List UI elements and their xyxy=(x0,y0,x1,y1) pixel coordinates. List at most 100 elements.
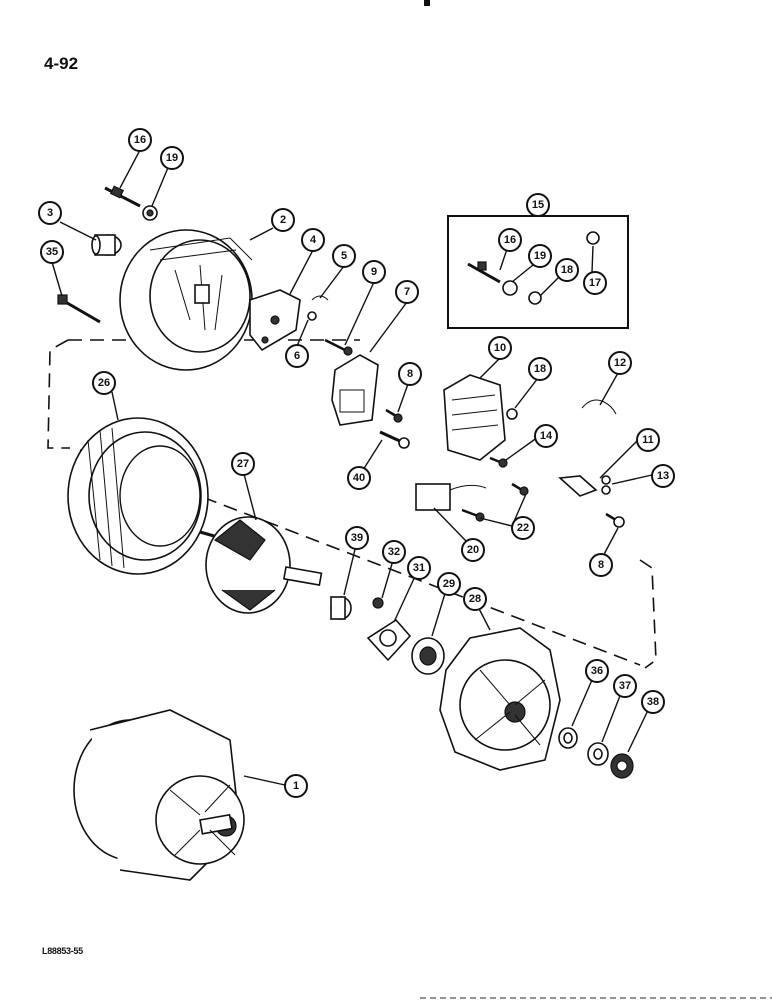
page-number: 4-92 xyxy=(44,54,79,73)
bracket-part xyxy=(249,289,301,352)
callout-36: 36 xyxy=(585,659,609,683)
brush-holder-part xyxy=(331,354,379,426)
nut-part xyxy=(506,408,518,420)
washer-part xyxy=(587,742,609,766)
bolt-part xyxy=(104,185,141,208)
callout-label: 39 xyxy=(351,532,363,544)
callout-9: 9 xyxy=(362,260,386,284)
callout-31: 31 xyxy=(407,556,431,580)
terminal-part xyxy=(558,475,598,497)
washer-part xyxy=(307,311,317,321)
alternator-assembly-part xyxy=(73,709,245,881)
callout-label: 19 xyxy=(534,250,546,262)
callout-label: 1 xyxy=(293,780,299,792)
callout-17-kit: 17 xyxy=(583,271,607,295)
callout-40: 40 xyxy=(347,466,371,490)
callout-label: 15 xyxy=(532,199,544,211)
callout-28: 28 xyxy=(463,587,487,611)
nut-part xyxy=(601,475,611,485)
callout-26: 26 xyxy=(92,371,116,395)
end-frame-part xyxy=(119,229,253,371)
callout-label: 4 xyxy=(310,234,317,246)
callout-label: 16 xyxy=(134,134,146,146)
callout-2: 2 xyxy=(271,208,295,232)
bushing-part xyxy=(91,234,122,256)
callout-label: 18 xyxy=(534,363,546,375)
callout-label: 29 xyxy=(443,578,455,590)
callout-label: 7 xyxy=(404,286,410,298)
callout-label: 22 xyxy=(517,522,529,534)
callout-label: 36 xyxy=(591,665,603,677)
callout-10: 10 xyxy=(488,336,512,360)
callout-5: 5 xyxy=(332,244,356,268)
callout-6: 6 xyxy=(285,344,309,368)
callout-16-kit: 16 xyxy=(498,228,522,252)
callout-18: 18 xyxy=(528,357,552,381)
callout-label: 37 xyxy=(619,680,631,692)
callout-label: 31 xyxy=(413,562,425,574)
screw-part xyxy=(605,512,625,528)
rectifier-part xyxy=(443,374,506,461)
screw-part xyxy=(372,597,384,609)
callout-label: 2 xyxy=(280,214,286,226)
callout-label: 8 xyxy=(407,368,413,380)
rotor-part xyxy=(199,516,323,614)
callout-label: 32 xyxy=(388,546,400,558)
nut-part xyxy=(142,205,158,221)
callout-3: 3 xyxy=(38,201,62,225)
callout-4: 4 xyxy=(301,228,325,252)
kit-nut-part xyxy=(586,231,600,245)
screw-part xyxy=(461,508,485,522)
callout-label: 26 xyxy=(98,377,110,389)
nut-part xyxy=(610,753,634,779)
callout-label: 18 xyxy=(561,264,573,276)
callout-8-upper: 8 xyxy=(398,362,422,386)
callout-label: 12 xyxy=(614,357,626,369)
callout-29: 29 xyxy=(437,572,461,596)
callout-label: 11 xyxy=(642,434,654,446)
callout-32: 32 xyxy=(382,540,406,564)
callout-35: 35 xyxy=(40,240,64,264)
callout-label: 27 xyxy=(237,458,249,470)
callout-label: 40 xyxy=(353,472,365,484)
callout-37: 37 xyxy=(613,674,637,698)
callout-label: 13 xyxy=(657,470,669,482)
screw-part xyxy=(511,482,529,496)
bearing-part xyxy=(411,637,445,675)
callout-label: 10 xyxy=(494,342,506,354)
callout-22: 22 xyxy=(511,516,535,540)
wire-lead-part xyxy=(581,399,617,415)
callout-1: 1 xyxy=(284,774,308,798)
callout-27: 27 xyxy=(231,452,255,476)
callout-19: 19 xyxy=(160,146,184,170)
retainer-plate-part xyxy=(366,618,412,662)
callout-label: 9 xyxy=(371,266,377,278)
callout-15: 15 xyxy=(526,193,550,217)
callout-label: 35 xyxy=(46,246,58,258)
callout-label: 17 xyxy=(589,277,601,289)
hardware-kit-box xyxy=(447,215,629,329)
crop-mark xyxy=(424,0,430,6)
callout-label: 19 xyxy=(166,152,178,164)
callout-12: 12 xyxy=(608,351,632,375)
kit-nut-part xyxy=(528,291,542,305)
kit-bolt-part xyxy=(467,261,501,284)
regulator-part xyxy=(415,483,487,511)
callout-39: 39 xyxy=(345,526,369,550)
callout-label: 38 xyxy=(647,696,659,708)
callout-label: 16 xyxy=(504,234,516,246)
callout-38: 38 xyxy=(641,690,665,714)
callout-label: 14 xyxy=(540,430,553,442)
callout-8-lower: 8 xyxy=(589,553,613,577)
callout-label: 3 xyxy=(47,207,53,219)
callout-7: 7 xyxy=(395,280,419,304)
callout-14: 14 xyxy=(534,424,558,448)
callout-label: 6 xyxy=(294,350,300,362)
screw-part xyxy=(385,408,403,423)
callout-label: 20 xyxy=(467,544,479,556)
clip-part xyxy=(311,295,329,301)
callout-16: 16 xyxy=(128,128,152,152)
nut-part xyxy=(601,485,611,495)
